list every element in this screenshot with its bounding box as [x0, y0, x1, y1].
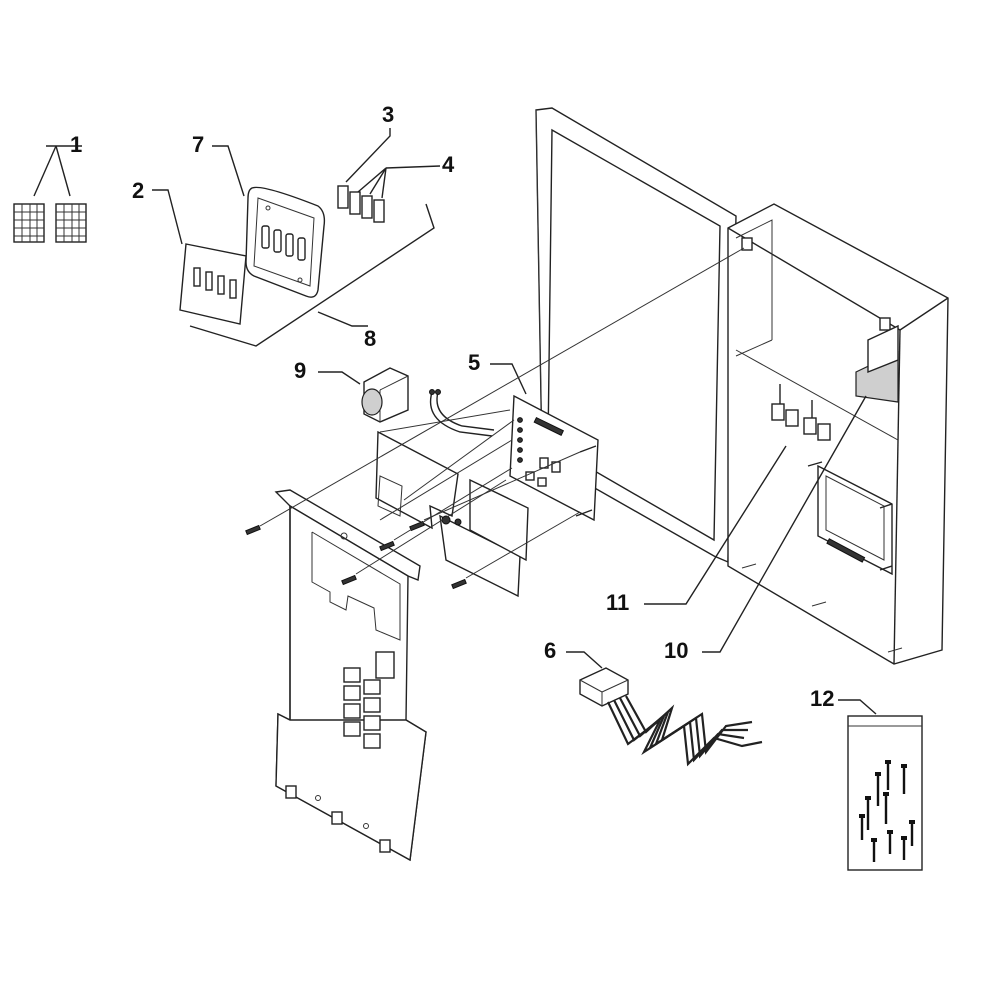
callout-11: 11	[606, 590, 630, 615]
part-2-switch-plate	[152, 189, 247, 325]
part-1-keypad-labels	[13, 145, 87, 243]
part-3-4-rocker-switches	[337, 128, 441, 223]
callout-12: 12	[810, 686, 835, 711]
callout-3: 3	[382, 102, 395, 127]
part-5-main-board	[490, 363, 599, 522]
part-12-hardware-bag	[838, 699, 923, 871]
callout-9: 9	[294, 358, 307, 383]
callout-7: 7	[192, 132, 205, 157]
part-7-switch-housing	[212, 145, 326, 298]
enclosure-box	[727, 203, 949, 665]
callout-8: 8	[364, 326, 377, 351]
display-board	[375, 430, 529, 598]
part-10-11-leaders	[644, 395, 867, 653]
callout-2: 2	[132, 178, 145, 203]
part-9-speaker	[318, 367, 495, 437]
part-8-group-bracket	[189, 203, 435, 347]
callout-1: 1	[70, 132, 83, 157]
mounting-screws	[245, 247, 745, 590]
callout-5: 5	[468, 350, 481, 375]
part-6-wire-harness	[566, 651, 763, 767]
callout-4: 4	[442, 152, 455, 177]
front-panel	[274, 489, 427, 862]
callout-6: 6	[544, 638, 557, 663]
callout-10: 10	[664, 638, 689, 663]
